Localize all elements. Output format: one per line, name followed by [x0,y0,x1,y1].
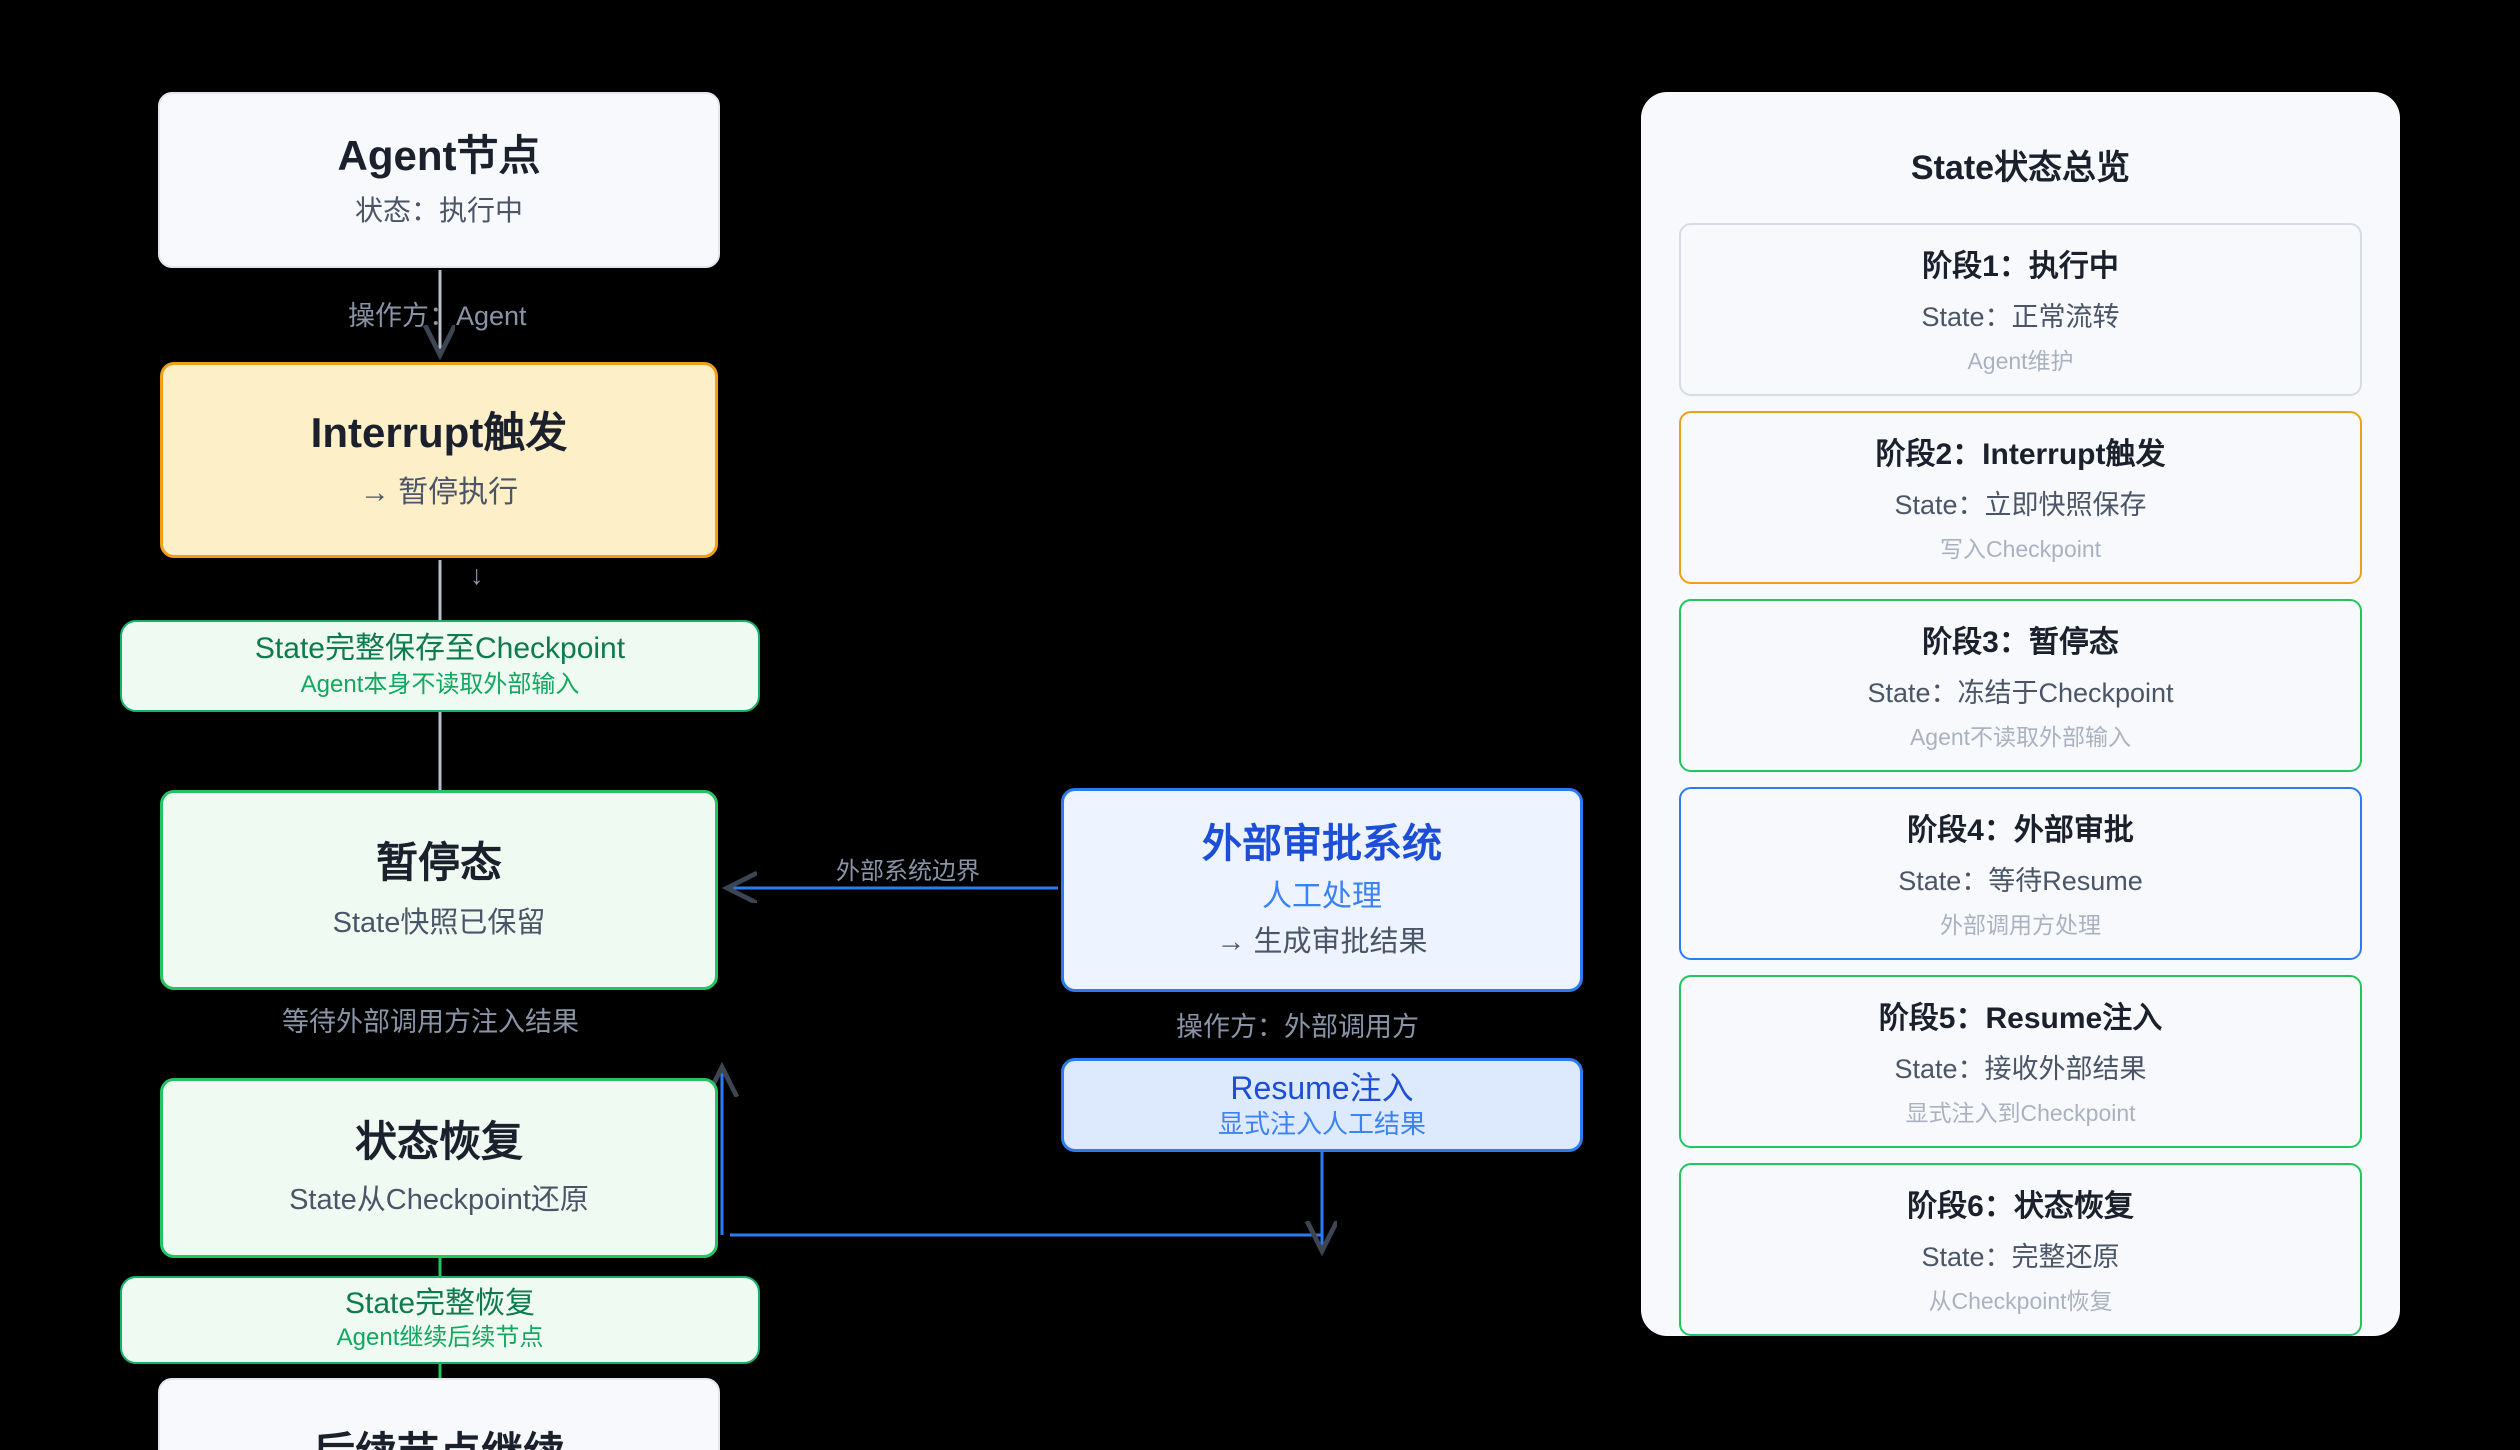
stage-card-note: Agent维护 [1967,348,2074,374]
node-resume-inject-title: Resume注入 [1230,1070,1414,1106]
node-external-approval[interactable]: 外部审批系统 人工处理 → 生成审批结果 [1061,788,1583,992]
state-overview-panel-title: State状态总览 [1910,149,2131,187]
node-resume-inject-subtitle: 显式注入人工结果 [1217,1108,1426,1139]
node-state-restore-title: 状态恢复 [354,1118,523,1166]
node-state-restore-note[interactable]: State完整恢复 Agent继续后续节点 [120,1276,760,1364]
node-state-restore[interactable]: 状态恢复 State从Checkpoint还原 [160,1078,718,1258]
node-checkpoint-save-title: State完整保存至Checkpoint [254,632,626,666]
node-paused[interactable]: 暂停态 State快照已保留 [160,790,718,990]
node-paused-title: 暂停态 [375,839,502,887]
stage-card[interactable]: 阶段1：执行中 State：正常流转 Agent维护 [1679,223,2362,396]
node-agent-title: Agent节点 [337,132,541,180]
stage-card-state: State：立即快照保存 [1894,490,2147,520]
stage-card-state: State：冻结于Checkpoint [1867,678,2174,708]
node-state-restore-note-subtitle: Agent继续后续节点 [336,1323,544,1351]
stage-card-list: 阶段1：执行中 State：正常流转 Agent维护阶段2：Interrupt触发 S… [1679,223,2362,1336]
node-resume-inject[interactable]: Resume注入 显式注入人工结果 [1061,1058,1583,1152]
stage-card[interactable]: 阶段4：外部审批 State：等待Resume 外部调用方处理 [1679,787,2362,960]
node-interrupt-title: Interrupt触发 [310,408,568,456]
node-interrupt-subtitle: → 暂停执行 [359,476,519,510]
stage-card-note: 写入Checkpoint [1939,536,2102,562]
node-checkpoint-save-subtitle: Agent本身不读取外部输入 [300,670,580,698]
stage-card-title: 阶段1：执行中 [1922,250,2119,283]
node-agent[interactable]: Agent节点 状态：执行中 [158,92,720,268]
stage-card-title: 阶段5：Resume注入 [1878,1002,2163,1035]
edge-label-operator-external: 操作方：外部调用方 [1176,1012,1419,1042]
stage-card-note: 从Checkpoint恢复 [1928,1288,2113,1314]
stage-card-note: 显式注入到Checkpoint [1905,1100,2136,1126]
edge-label-arrow-down: ↓ [470,560,484,590]
stage-card-state: State：等待Resume [1898,866,2143,896]
node-external-approval-subtitle-1: 人工处理 [1262,879,1382,913]
node-next-step-title: 后续节点继续 [313,1429,565,1450]
stage-card-note: 外部调用方处理 [1940,912,2101,938]
node-paused-subtitle: State快照已保留 [332,906,546,939]
edge-label-system-boundary: 外部系统边界 [836,858,980,885]
stage-card-title: 阶段6：状态恢复 [1907,1190,2134,1223]
stage-card-title: 阶段3：暂停态 [1922,626,2119,659]
node-state-restore-subtitle: State从Checkpoint还原 [289,1183,589,1216]
node-checkpoint-save[interactable]: State完整保存至Checkpoint Agent本身不读取外部输入 [120,620,760,712]
node-external-approval-subtitle-2: → 生成审批结果 [1216,925,1428,958]
node-interrupt[interactable]: Interrupt触发 → 暂停执行 [160,362,718,558]
node-external-approval-title: 外部审批系统 [1202,821,1442,866]
stage-card[interactable]: 阶段6：状态恢复 State：完整还原从Checkpoint恢复 [1679,1163,2362,1336]
edge-resume-to-restore [730,1152,1324,1237]
stage-card-state: State：正常流转 [1921,302,2120,332]
stage-card-state: State：完整还原 [1921,1242,2120,1272]
stage-card[interactable]: 阶段5：Resume注入 State：接收外部结果显式注入到Checkpoint [1679,975,2362,1148]
stage-card-state: State：接收外部结果 [1894,1054,2147,1084]
stage-card[interactable]: 阶段2：Interrupt触发 State：立即快照保存写入Checkpoint [1679,411,2362,584]
stage-card-note: Agent不读取外部输入 [1909,724,2132,750]
node-next-step[interactable]: 后续节点继续 [158,1378,720,1450]
edge-label-waiting: 等待外部调用方注入结果 [282,1007,579,1037]
state-overview-panel: State状态总览 阶段1：执行中 State：正常流转 Agent维护阶段2：In… [1641,92,2400,1336]
node-agent-subtitle: 状态：执行中 [354,195,523,227]
stage-card-title: 阶段2：Interrupt触发 [1875,438,2166,471]
stage-card-title: 阶段4：外部审批 [1907,814,2134,847]
edge-label-operator-agent: 操作方：Agent [348,301,527,331]
node-state-restore-note-title: State完整恢复 [344,1287,536,1321]
